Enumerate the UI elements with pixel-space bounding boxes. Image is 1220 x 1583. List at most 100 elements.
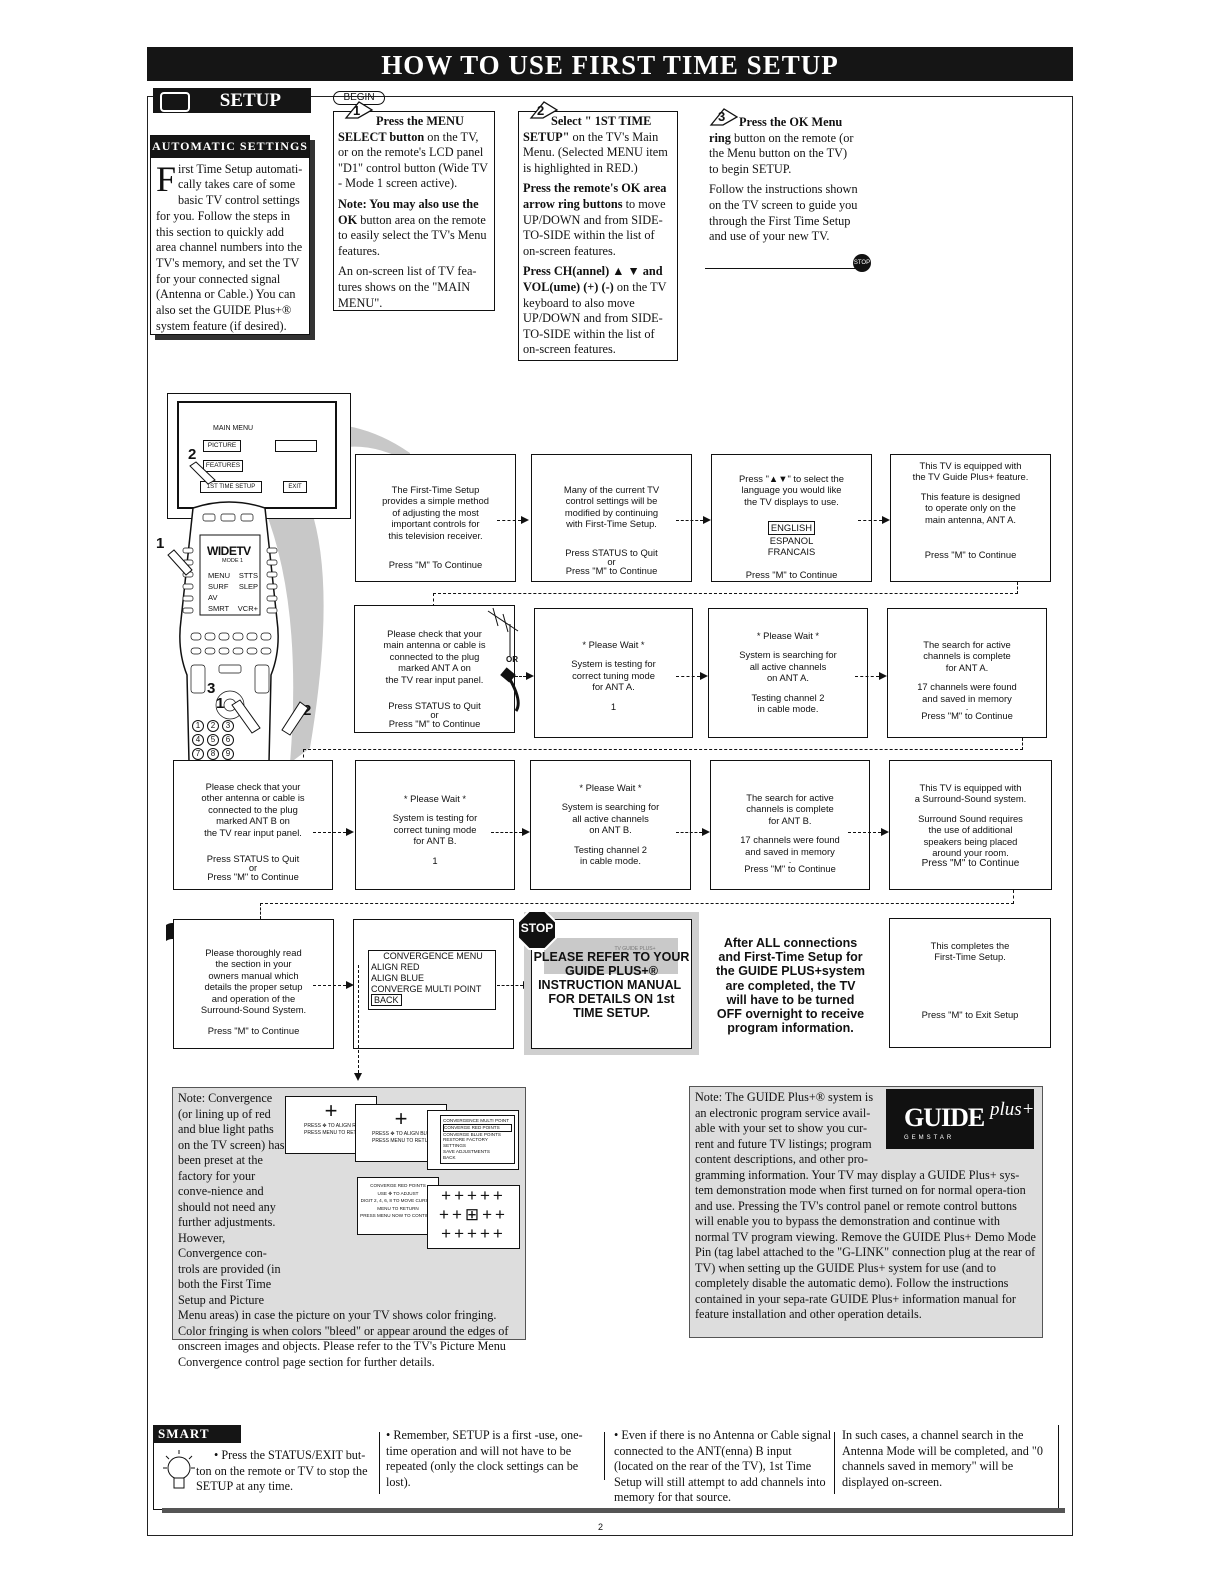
convergence-screen-4-line-2: USE ✥ TO ADJUST xyxy=(377,1190,419,1196)
flow-r3-5-line-2: a Surround-Sound system. xyxy=(914,793,1027,805)
step-2-box: 2 Select " 1ST TIME SETUP" on the TV's M… xyxy=(518,101,678,361)
arrowhead-r2-2 xyxy=(700,672,708,680)
tv-menu-exit: EXIT xyxy=(283,481,307,493)
tv-menu-sound xyxy=(275,440,317,452)
flow-r1-3-line-3: the TV displays to use. xyxy=(744,495,839,507)
keypad-8: 8 xyxy=(207,748,219,760)
callout-2-top: 2 xyxy=(188,446,197,463)
flow-r2-4-foot: Press "M" to Continue xyxy=(921,710,1013,722)
callout-2-bottom: 2 xyxy=(303,702,312,719)
arrow-r3-2 xyxy=(491,832,522,833)
callout-1-bottom: 1 xyxy=(216,695,225,712)
guide-plus-logo-main: GUIDE xyxy=(904,1103,985,1132)
flow-r3-2-line-5: for ANT B. xyxy=(413,835,457,847)
arrow-r4-2 xyxy=(497,985,523,986)
flow-box-r4-1: Please thoroughly read the section in yo… xyxy=(173,919,334,1049)
step-2-bold-3: Press CH(annel) ▲ ▼ and VOL(ume) (+) (-) xyxy=(523,264,663,294)
flow-r3-4-line-2: channels is complete xyxy=(746,803,834,815)
crosshair-icon-2: + xyxy=(394,1106,408,1131)
keypad-5: 5 xyxy=(207,734,219,746)
flow-r3-1-foot-2: or xyxy=(248,862,258,874)
pointing-hands xyxy=(167,461,309,736)
keypad-2: 2 xyxy=(207,720,219,732)
page-title: HOW TO USE FIRST TIME SETUP xyxy=(147,47,1073,81)
smart-help-divider-1 xyxy=(379,1432,380,1494)
flow-r3-4-line-6: and saved in memory xyxy=(745,845,835,857)
keypad-1: 1 xyxy=(192,720,204,732)
step-2-number: 2 xyxy=(537,103,545,118)
step-1-box: 1 Press the MENU SELECT button on the TV… xyxy=(333,101,495,311)
flow-box-convergence: CONVERGENCE MENU ALIGN RED ALIGN BLUE CO… xyxy=(353,919,514,1049)
remote-lcd-surf-key: SURF xyxy=(208,582,229,591)
smart-help-divider-3 xyxy=(834,1432,835,1494)
callout-3: 3 xyxy=(207,680,216,697)
flow-r2-1-foot-1: Press STATUS to Quit xyxy=(388,700,481,712)
step-3-text-1: button on the remote (or the Menu button… xyxy=(709,130,854,176)
step-1-text-1: on the TV, or on the remote's LCD panel … xyxy=(338,129,488,191)
setup-tab-notch xyxy=(160,92,190,112)
flow-box-r1-3: Press "▲▼" to select the language you wo… xyxy=(711,454,872,582)
flow-r2-4-line-3: for ANT A. xyxy=(945,661,989,673)
convergence-item-back: BACK xyxy=(371,994,402,1006)
guide-refer-line-4: INSTRUCTION MANUAL xyxy=(538,978,681,992)
completes-foot: Press "M" to Exit Setup xyxy=(921,1008,1019,1020)
smart-help-col-2: • Remember, SETUP is a first -use, one-t… xyxy=(386,1428,583,1489)
arrowhead-r3-4 xyxy=(881,828,889,836)
connector-r3-r4-b xyxy=(260,903,1014,904)
flow-r2-4-line-7: . xyxy=(965,701,969,713)
flow-box-r3-5: This TV is equipped with a Surround-Soun… xyxy=(889,760,1052,890)
after-all-line-7: program information. xyxy=(727,1021,854,1036)
step-2-bold-1: Select " 1ST TIME SETUP" xyxy=(523,114,652,144)
step-3-box: 3 Press the OK Menu ring button on the r… xyxy=(705,108,862,269)
guide-plus-logo: GUIDE plus+ GEMSTAR xyxy=(886,1089,1035,1149)
flow-r1-1-line-1: The First-Time Setup xyxy=(391,484,480,495)
convergence-screen-4-line-4: MENU TO RETURN xyxy=(377,1205,419,1211)
setup-tab: SETUP xyxy=(153,88,311,113)
tv-menu-picture: PICTURE xyxy=(203,440,241,452)
arrowhead-r2-1 xyxy=(526,672,534,680)
flow-r3-1-line-2: other antenna or cable is xyxy=(201,792,305,804)
convergence-screen-1-line-1: PRESS ✥ TO ALIGN RED xyxy=(304,1123,363,1129)
guide-refer-box: TV GUIDE PLUS+ PLEASE REFER TO YOUR GUID… xyxy=(531,919,692,1049)
arrowhead-r3-3 xyxy=(702,828,710,836)
arrow-r3-3 xyxy=(676,832,702,833)
step-2-text-1: on the TV's Main Menu. (Selected MENU it… xyxy=(523,129,668,175)
flow-r1-1-line-4: important controls for xyxy=(391,518,480,530)
tv-menu-features: FEATURES xyxy=(203,460,243,472)
convergence-screen-4-line-5: PRESS MENU NOW TO CONTINUE xyxy=(360,1213,436,1218)
stop-sign-label: STOP xyxy=(520,921,554,935)
flow-r1-3-line-2: language you would like xyxy=(741,484,842,496)
completes-line-1: This completes the xyxy=(930,940,1010,951)
remote-lcd-slep-key: SLEP xyxy=(238,582,258,591)
flow-r4-1-line-1: Please thoroughly read xyxy=(205,947,302,958)
tv-menu-first-time-setup: 1ST TIME SETUP xyxy=(200,481,262,493)
connector-r3-r4-c xyxy=(260,903,261,919)
arrow-r3-4 xyxy=(848,832,881,833)
step-3-stop-icon: STOP xyxy=(853,254,871,272)
arrowhead-r3-1 xyxy=(346,828,354,836)
remote-control-illustration xyxy=(179,501,279,763)
flow-r3-5-line-7: around your room. xyxy=(932,847,1009,859)
remote-lcd-smrt-key: SMRT xyxy=(208,604,230,613)
flow-r4-1-foot: Press "M" to Continue xyxy=(207,1025,300,1037)
grid-row-2: ++⊞++ xyxy=(439,1205,508,1224)
flow-r2-4-line-1: The search for active xyxy=(923,639,1011,650)
after-all-line-1: After ALL connections xyxy=(723,936,858,950)
antenna-or-label: OR xyxy=(506,655,518,664)
connector-r1-r2-c xyxy=(433,593,434,607)
flow-box-completes: This completes the First-Time Setup. Pre… xyxy=(889,918,1051,1048)
step-3-text-2: Follow the instructions shown on the TV … xyxy=(709,182,858,244)
keypad-9: 9 xyxy=(222,748,234,760)
smart-help-title: SMART HELP xyxy=(153,1425,241,1459)
convergence-screen-3-line-1: CONVERGENCE MULTI POINT xyxy=(443,1118,510,1123)
step-1-number: 1 xyxy=(353,103,361,118)
flow-r1-2-foot-2: or xyxy=(607,555,616,567)
completes-line-2: First-Time Setup. xyxy=(934,951,1006,963)
arrow-r1-1 xyxy=(497,520,521,521)
smart-help-col-4: In such cases, a channel search in the A… xyxy=(842,1428,1043,1489)
convergence-screen-2-line-1: PRESS ✥ TO ALIGN BLUE xyxy=(372,1131,434,1137)
guide-refer-line-1: PLEASE REFER xyxy=(533,950,630,964)
flow-r1-2-foot-1: Press STATUS to Quit xyxy=(565,546,658,558)
smart-help-shadow xyxy=(162,1508,1065,1513)
